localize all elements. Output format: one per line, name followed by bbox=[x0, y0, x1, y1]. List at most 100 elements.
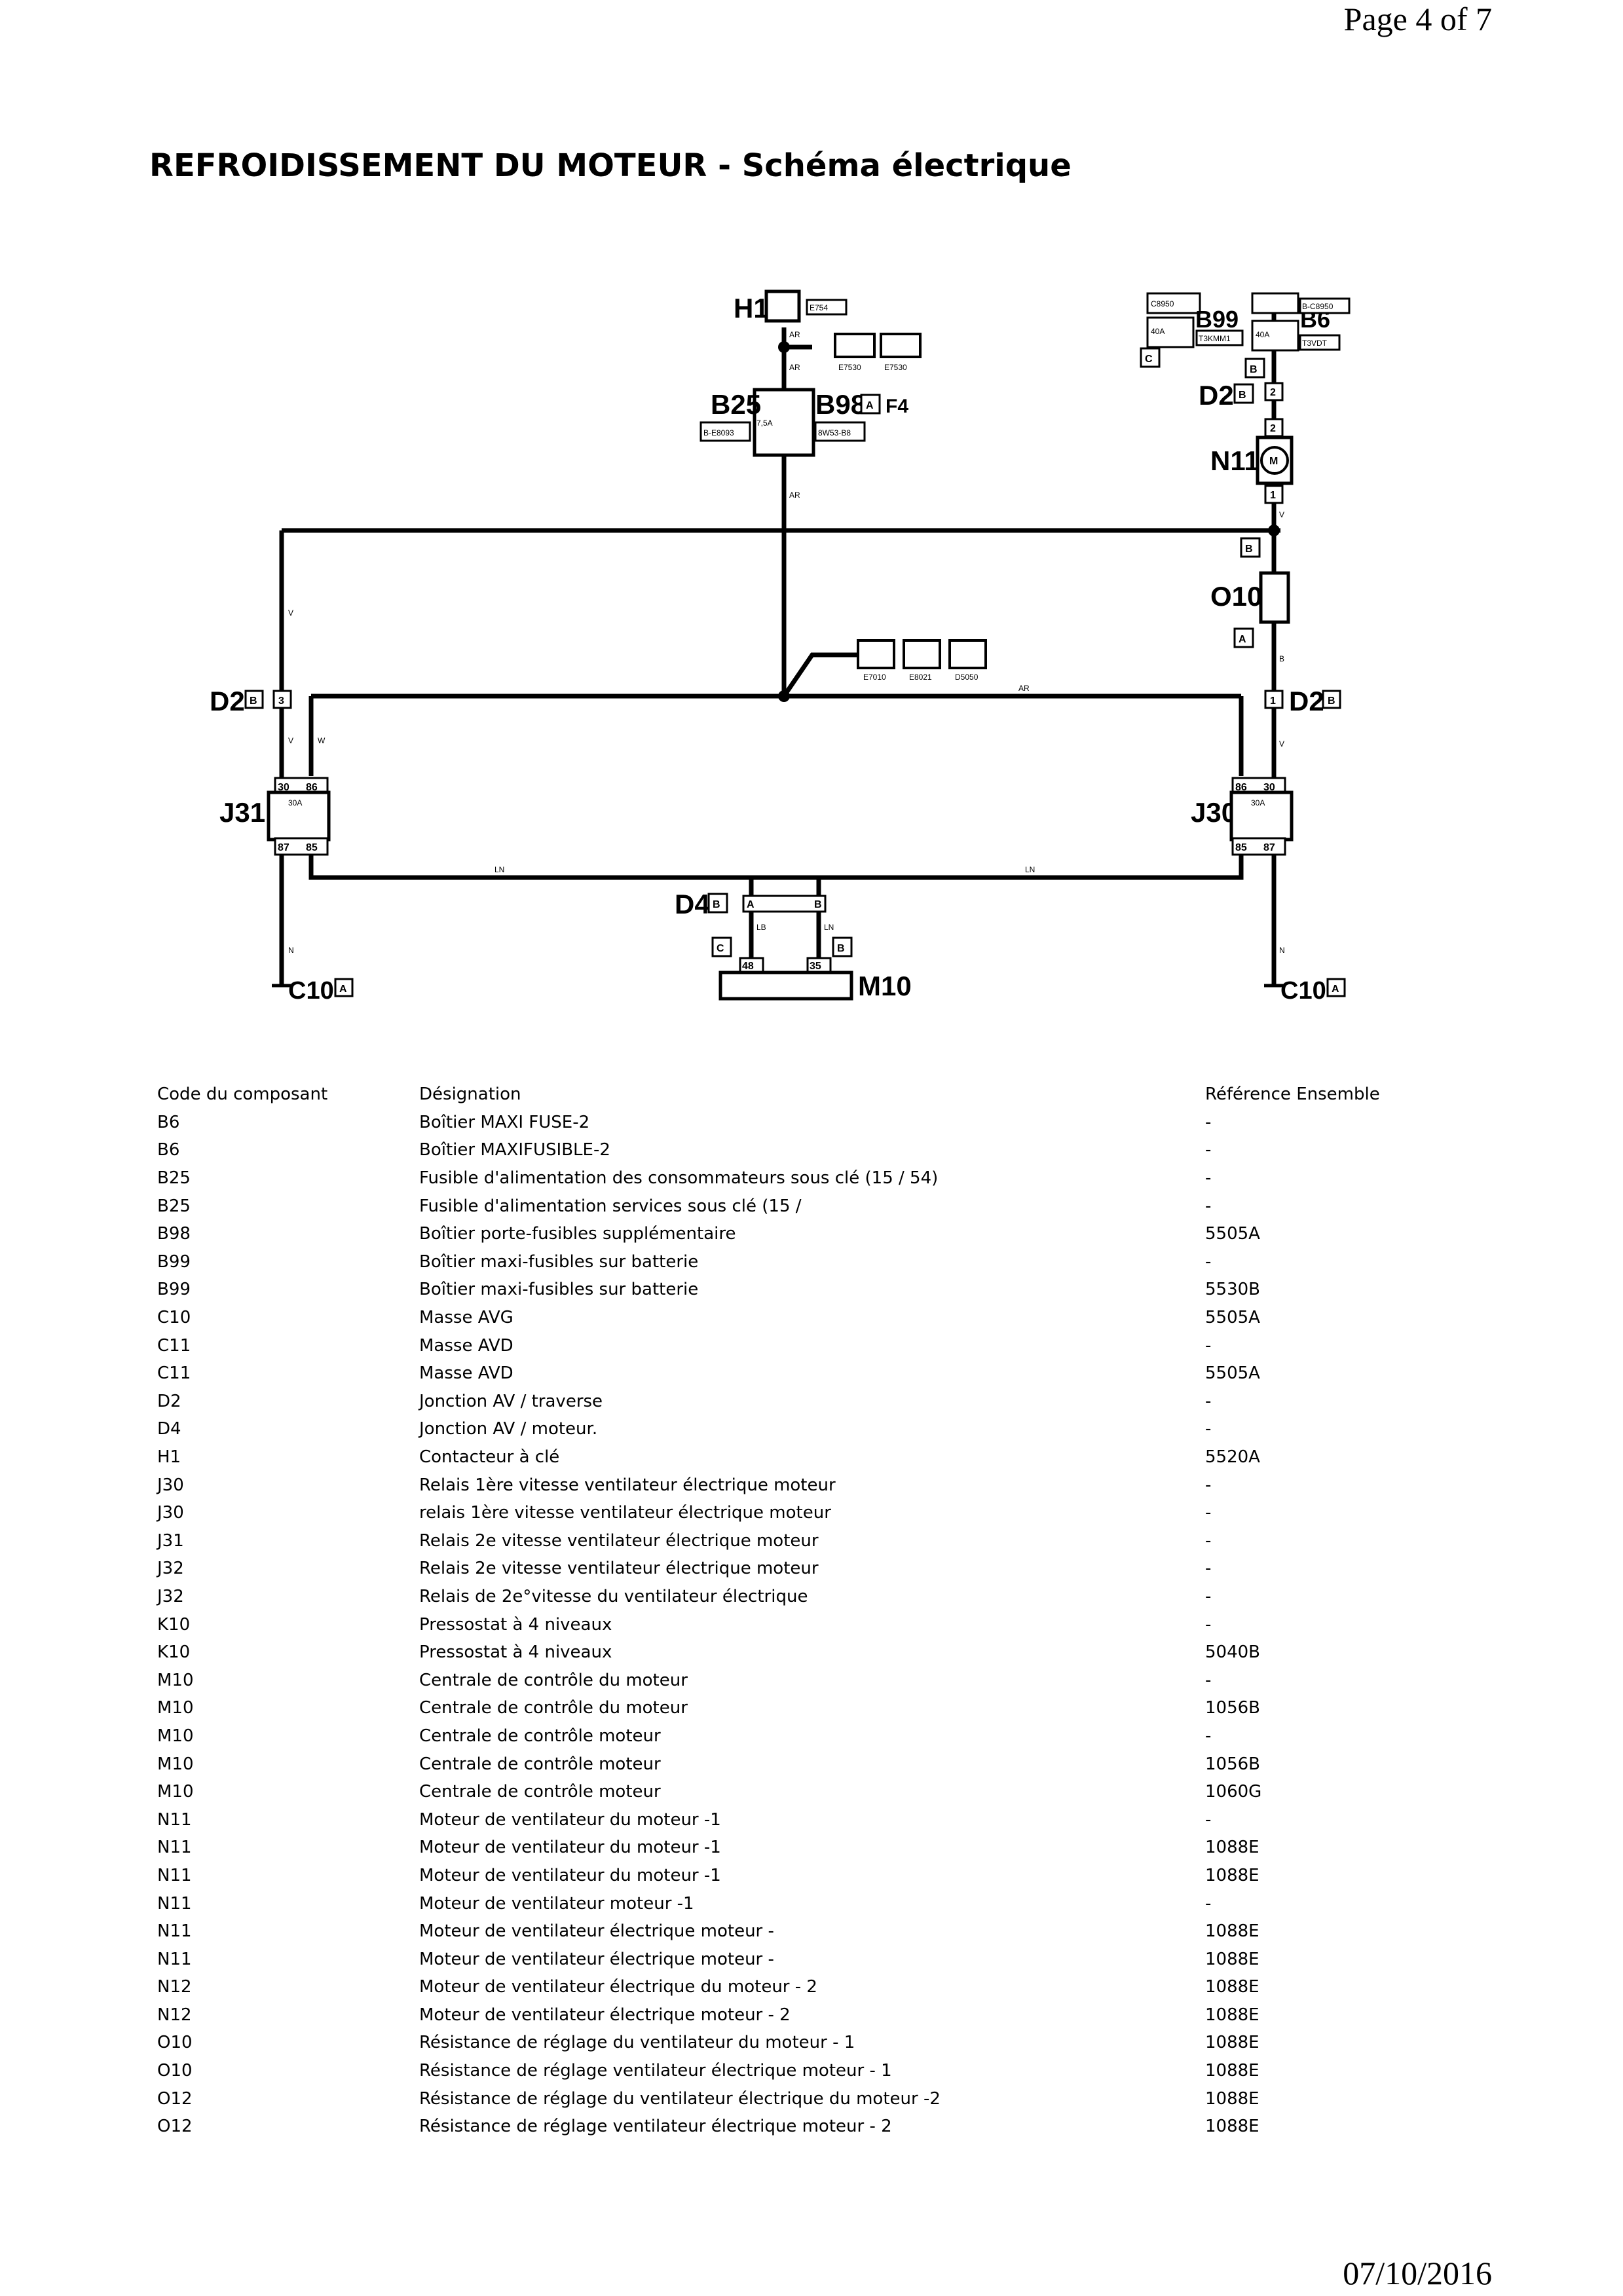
svg-text:85: 85 bbox=[306, 842, 318, 853]
cell-code: D4 bbox=[157, 1419, 181, 1439]
cell-code: O10 bbox=[157, 2061, 193, 2081]
cell-code: B99 bbox=[157, 1280, 191, 1300]
component-d2-left: D2 B 3 V V W bbox=[210, 608, 326, 745]
cell-code: N12 bbox=[157, 1977, 192, 1997]
parts-table: Code du composant Désignation Référence … bbox=[157, 1081, 1421, 2141]
cell-code: B6 bbox=[157, 1140, 180, 1160]
svg-text:W: W bbox=[318, 736, 326, 745]
cell-code: B25 bbox=[157, 1168, 191, 1189]
cell-reference: 1088E bbox=[1205, 2005, 1259, 2025]
component-h1: H1 E754 E7530 E7530 AR AR bbox=[734, 289, 922, 372]
component-n11: N11 M 1 V bbox=[1210, 435, 1294, 519]
cell-reference: - bbox=[1205, 1475, 1212, 1495]
junction-dots bbox=[778, 341, 1280, 702]
cell-code: M10 bbox=[157, 1726, 194, 1746]
cell-reference: 1088E bbox=[1205, 2117, 1259, 2137]
cell-code: O12 bbox=[157, 2088, 193, 2109]
svg-text:N11: N11 bbox=[1210, 445, 1259, 476]
svg-text:E7530: E7530 bbox=[884, 363, 907, 372]
svg-text:E7010: E7010 bbox=[863, 673, 886, 682]
cell-code: C10 bbox=[157, 1308, 191, 1328]
svg-text:C8950: C8950 bbox=[1151, 299, 1174, 308]
cell-designation: Moteur de ventilateur du moteur -1 bbox=[419, 1865, 721, 1885]
cell-code: B99 bbox=[157, 1251, 191, 1272]
cell-reference: - bbox=[1205, 1670, 1212, 1690]
svg-text:O10: O10 bbox=[1210, 581, 1262, 612]
svg-text:A: A bbox=[339, 984, 347, 995]
cell-designation: Masse AVD bbox=[419, 1363, 513, 1384]
cell-designation: Boîtier maxi-fusibles sur batterie bbox=[419, 1251, 699, 1272]
svg-text:1: 1 bbox=[1270, 490, 1276, 501]
table-header-row: Code du composant Désignation Référence … bbox=[157, 1081, 1421, 1109]
page-number: Page 4 of 7 bbox=[1343, 1, 1492, 37]
middle-reference-icons: E7010 E8021 D5050 AR bbox=[857, 639, 1030, 693]
cell-reference: - bbox=[1205, 1586, 1212, 1606]
header-reference: Référence Ensemble bbox=[1205, 1084, 1380, 1105]
table-row: O12 Résistance de réglage du ventilateur … bbox=[157, 2084, 1421, 2113]
cell-code: C11 bbox=[157, 1363, 191, 1384]
cell-designation: Moteur de ventilateur électrique moteur … bbox=[419, 1921, 774, 1942]
cell-designation: Jonction AV / traverse bbox=[419, 1391, 603, 1411]
cell-reference: - bbox=[1205, 1140, 1212, 1160]
svg-text:D2: D2 bbox=[1289, 686, 1324, 716]
cell-designation: Moteur de ventilateur du moteur -1 bbox=[419, 1809, 721, 1830]
cell-reference: 1088E bbox=[1205, 1838, 1259, 1858]
cell-reference: 1088E bbox=[1205, 2033, 1259, 2053]
svg-text:E8021: E8021 bbox=[909, 673, 932, 682]
cell-code: K10 bbox=[157, 1614, 191, 1635]
svg-text:B: B bbox=[250, 695, 257, 707]
cell-designation: Boîtier MAXIFUSIBLE-2 bbox=[419, 1140, 610, 1160]
svg-text:85: 85 bbox=[1235, 842, 1247, 853]
svg-text:30A: 30A bbox=[288, 798, 302, 807]
svg-text:E754: E754 bbox=[810, 303, 828, 312]
cell-designation: Relais 2e vitesse ventilateur électrique… bbox=[419, 1530, 819, 1551]
cell-reference: 1088E bbox=[1205, 2061, 1259, 2081]
svg-text:D5050: D5050 bbox=[955, 673, 979, 682]
cell-designation: Pressostat à 4 niveaux bbox=[419, 1614, 612, 1635]
svg-text:B: B bbox=[1245, 544, 1253, 555]
svg-text:30A: 30A bbox=[1251, 798, 1265, 807]
svg-text:D2: D2 bbox=[1199, 380, 1234, 411]
cell-designation: Masse AVD bbox=[419, 1335, 513, 1356]
cell-code: N11 bbox=[157, 1949, 192, 1969]
cell-reference: - bbox=[1205, 1530, 1212, 1551]
cell-designation: Résistance de réglage ventilateur électr… bbox=[419, 2061, 892, 2081]
cell-designation: Boîtier maxi-fusibles sur batterie bbox=[419, 1280, 699, 1300]
cell-designation: Moteur de ventilateur électrique du mote… bbox=[419, 1977, 817, 1997]
cell-reference: 1088E bbox=[1205, 1949, 1259, 1969]
component-b99-b6: C8950 40A B99 T3KMM1 C 40A B6 B-C8950 T3… bbox=[1140, 292, 1351, 379]
svg-text:A: A bbox=[1239, 634, 1246, 645]
svg-text:1: 1 bbox=[1270, 695, 1276, 707]
svg-text:B: B bbox=[814, 899, 822, 910]
svg-text:C: C bbox=[1145, 354, 1153, 365]
cell-code: O12 bbox=[157, 2117, 193, 2137]
wire-middle-branch bbox=[782, 652, 858, 697]
svg-text:B: B bbox=[713, 899, 720, 910]
svg-text:40A: 40A bbox=[1151, 327, 1165, 336]
cell-designation: Centrale de contrôle du moteur bbox=[419, 1670, 688, 1690]
cell-code: M10 bbox=[157, 1754, 194, 1774]
cell-designation: Résistance de réglage du ventilateur éle… bbox=[419, 2088, 941, 2109]
cell-designation: Moteur de ventilateur du moteur -1 bbox=[419, 1838, 721, 1858]
svg-text:B: B bbox=[1328, 695, 1335, 707]
cell-reference: - bbox=[1205, 1559, 1212, 1579]
cell-code: D2 bbox=[157, 1391, 181, 1411]
table-row: O12 Résistance de réglage ventilateur éle… bbox=[157, 2113, 1421, 2141]
svg-text:C10: C10 bbox=[288, 977, 334, 1005]
cell-designation: Moteur de ventilateur électrique moteur … bbox=[419, 2005, 791, 2025]
svg-text:J31: J31 bbox=[219, 797, 265, 828]
cell-designation: Centrale de contrôle du moteur bbox=[419, 1698, 688, 1718]
cell-designation: Résistance de réglage ventilateur électr… bbox=[419, 2117, 892, 2137]
svg-text:V: V bbox=[288, 608, 293, 618]
cell-designation: Fusible d'alimentation services sous clé… bbox=[419, 1196, 802, 1216]
